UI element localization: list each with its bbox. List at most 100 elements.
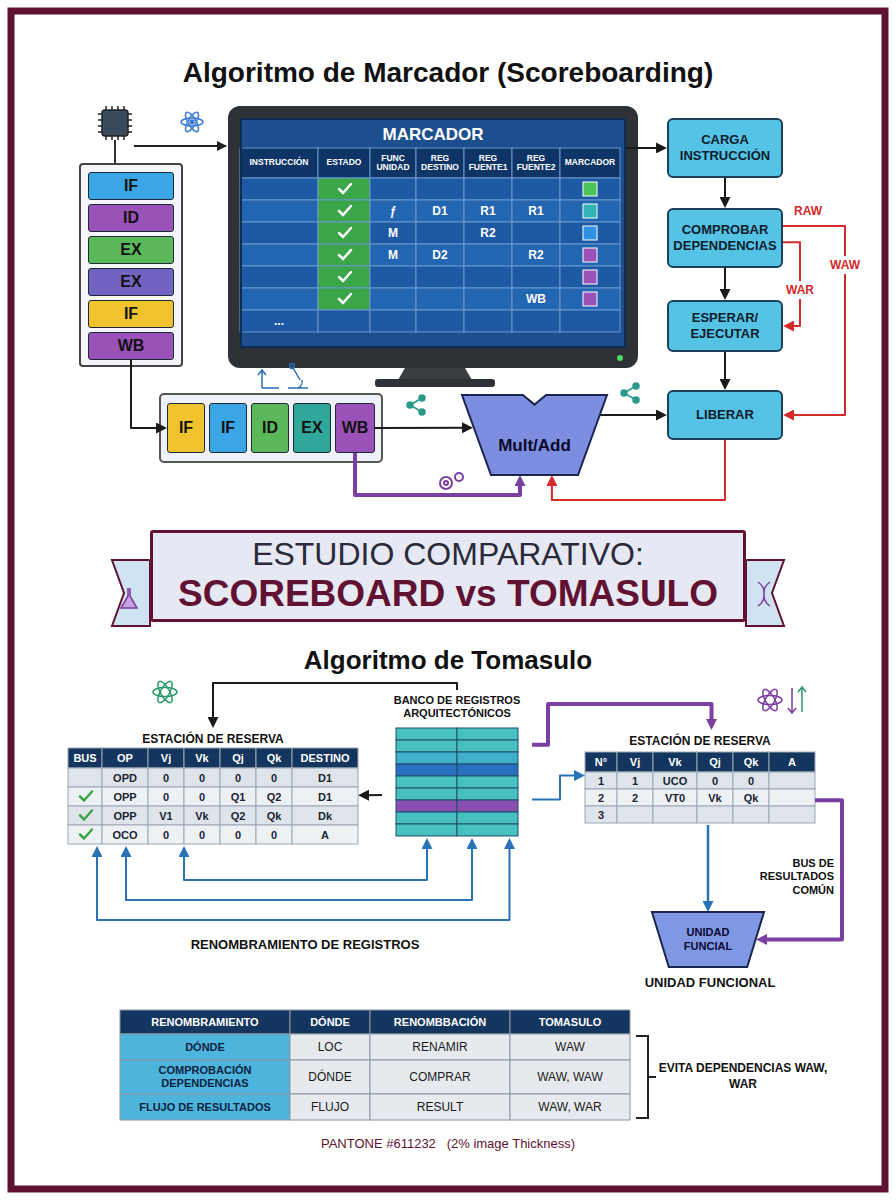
layout-element: [419, 395, 425, 401]
register-file: BANCO DE REGISTROS ARQUITECTÓNICOS: [382, 690, 532, 838]
table-cell: [102, 787, 148, 806]
table-cell-text: RENOMBBACIÓN: [371, 1010, 509, 1034]
table-cell: [585, 752, 617, 772]
layout-element: [633, 383, 639, 389]
register-cell: [457, 824, 518, 836]
table-cell: [292, 825, 358, 844]
table-cell: [292, 748, 358, 768]
table-cell: [318, 148, 370, 178]
table-cell-text: COMPRAR: [371, 1060, 509, 1094]
table-cell: [416, 222, 464, 244]
table-cell-text: Q2: [221, 806, 255, 825]
reservation-station: ESTACIÓN DE RESERVA: [585, 730, 815, 825]
functional-unit: UNIDAD FUNCIAL: [652, 912, 764, 967]
table-cell-text: DÓNDE: [291, 1060, 369, 1094]
pipeline-stage: WB: [88, 332, 174, 360]
register-cell: [396, 764, 457, 776]
table-cell: [290, 1060, 370, 1094]
node-text: WB: [118, 337, 145, 355]
table-cell-text: R2: [465, 222, 511, 244]
process-box: CARGA INSTRUCCIÓN: [667, 118, 783, 178]
table-cell-text: D1: [417, 200, 463, 222]
table-cell: [184, 806, 220, 825]
table-cell: [416, 244, 464, 266]
share-icon: [407, 395, 425, 415]
pipeline-stage: EX: [88, 268, 174, 296]
shape-outline: [462, 395, 607, 475]
node-text: IF: [124, 305, 138, 323]
monitor-stand: [398, 368, 472, 380]
table-cell: [512, 266, 560, 288]
register-cell: [457, 752, 518, 764]
register-cell: [457, 740, 518, 752]
alu-shape: Mult/Add: [462, 395, 607, 475]
table-cell-text: Vj: [149, 748, 183, 768]
pipeline-stage: ID: [88, 204, 174, 232]
table-cell: [240, 288, 318, 310]
table-cell: [464, 178, 512, 200]
node-text: ESTACIÓN DE RESERVA: [629, 734, 770, 748]
table-cell: [148, 787, 184, 806]
table-cell-text: D1: [293, 768, 357, 787]
table-cell-text: D2: [417, 244, 463, 266]
table-cell: [733, 752, 769, 772]
table-cell: [464, 222, 512, 244]
layout-element: [183, 110, 201, 133]
layout-element: [758, 696, 782, 705]
node-text: ID: [262, 419, 278, 437]
table-cell-text: Vk: [185, 806, 219, 825]
layout-element: [444, 481, 448, 485]
table-cell: [512, 310, 560, 332]
connector: [761, 800, 842, 939]
table-cell: [318, 222, 370, 244]
node-text: BANCO DE REGISTROS ARQUITECTÓNICOS: [382, 694, 532, 720]
table-cell-text: OP: [103, 748, 147, 768]
table-cell: [464, 310, 512, 332]
table-cell: [697, 772, 733, 789]
table-cell-text: A: [293, 825, 357, 844]
register-cell: [457, 776, 518, 788]
table-cell-text: Qk: [734, 752, 768, 772]
chip-arrow: [134, 145, 226, 147]
table-cell-text: OCO: [103, 825, 147, 844]
layout-element: [419, 409, 425, 415]
table-cell: [416, 178, 464, 200]
check-mark: [339, 206, 351, 215]
table-cell: [416, 266, 464, 288]
status-square: [583, 270, 597, 284]
table-cell-text: OPP: [103, 787, 147, 806]
text-label: Algoritmo de Tomasulo: [200, 643, 696, 677]
table-cell-text: Q1: [221, 787, 255, 806]
table-cell-text: RENAMIR: [371, 1034, 509, 1060]
flask-icon: [121, 588, 137, 608]
table-cell: [68, 825, 102, 844]
atom-icon: [153, 679, 177, 704]
title-banner: ESTUDIO COMPARATIVO:SCOREBOARD vs TOMASU…: [150, 530, 746, 622]
table-cell: [120, 1094, 290, 1120]
table-cell-text: 0: [257, 825, 291, 844]
table-cell-text: WB: [513, 288, 559, 310]
bracket: [636, 1036, 656, 1118]
table-cell: [560, 310, 620, 332]
table-cell-text: 0: [221, 768, 255, 787]
scoreboard-screen: MARCADOR: [240, 118, 626, 348]
table-cell-text: Qk: [257, 748, 291, 768]
register-cell: [457, 764, 518, 776]
table-cell: [220, 787, 256, 806]
table-cell: [240, 310, 318, 332]
table-cell-text: WAW, WAW: [511, 1060, 629, 1094]
table-cell: [370, 1010, 510, 1034]
node-text: IF: [221, 419, 235, 437]
node-text: EX: [120, 273, 141, 291]
text-label: EVITA DEPENDENCIAS WAW, WAR: [658, 1056, 828, 1098]
table-cell-text: RENOMBRAMIENTO: [121, 1010, 289, 1034]
layout-element: [633, 397, 639, 403]
table-cell-text: Qk: [257, 806, 291, 825]
table-cell-text: Qj: [698, 752, 732, 772]
table-cell-text: UCO: [654, 772, 696, 789]
table-cell-text: N°: [586, 752, 616, 772]
table-cell: [318, 266, 370, 288]
axis-icon: [258, 370, 279, 388]
table-cell-text: FLUJO DE RESULTADOS: [121, 1094, 289, 1120]
